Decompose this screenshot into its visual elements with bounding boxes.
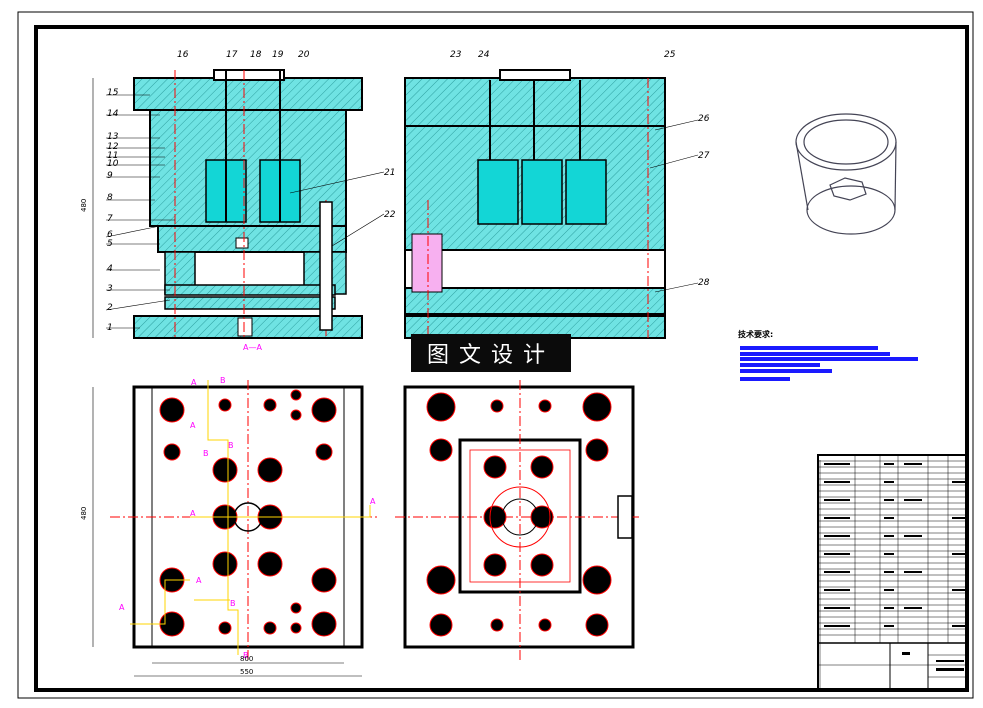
part-numbers-mid: 21 22 <box>289 168 396 247</box>
tech-requirement-lines <box>740 346 918 381</box>
svg-text:25: 25 <box>664 50 676 60</box>
dimension-width-inner: 800 <box>240 655 253 663</box>
svg-text:8: 8 <box>107 193 113 203</box>
section-label: A—A <box>243 343 262 352</box>
svg-text:A: A <box>119 603 125 612</box>
dimension-width-outer: 550 <box>240 668 253 676</box>
parts-list-scribbles <box>824 463 966 671</box>
svg-text:14: 14 <box>107 109 119 119</box>
svg-text:B: B <box>220 376 226 385</box>
parts-list-rows <box>818 460 968 636</box>
svg-text:2: 2 <box>107 303 113 313</box>
inner-border <box>34 25 969 692</box>
svg-text:12: 12 <box>107 142 119 152</box>
banner-title: 图文设计 <box>411 334 571 372</box>
part-numbers-top-left: 16 17 18 19 20 <box>177 50 310 60</box>
svg-text:7: 7 <box>107 214 113 224</box>
section-view-left <box>133 69 363 339</box>
svg-text:A: A <box>190 421 196 430</box>
svg-text:B: B <box>230 599 236 608</box>
svg-text:16: 16 <box>177 50 189 60</box>
svg-text:27: 27 <box>698 151 710 161</box>
svg-text:23: 23 <box>450 50 462 60</box>
svg-text:A: A <box>370 497 376 506</box>
svg-text:B: B <box>203 449 209 458</box>
svg-text:9: 9 <box>107 171 113 181</box>
svg-text:11: 11 <box>107 151 118 161</box>
tech-requirements-title: 技术要求: <box>738 330 774 339</box>
product-3d-view <box>795 113 897 235</box>
svg-text:6: 6 <box>107 230 113 240</box>
svg-text:15: 15 <box>107 88 119 98</box>
svg-text:B: B <box>228 441 234 450</box>
svg-text:17: 17 <box>226 50 238 60</box>
dimension-height-lower: 480 <box>80 507 88 520</box>
svg-text:19: 19 <box>272 50 284 60</box>
svg-text:4: 4 <box>107 264 113 274</box>
title-block <box>817 454 969 691</box>
section-markers: A B A B A B A A B B A <box>119 376 376 660</box>
svg-text:22: 22 <box>384 210 396 220</box>
svg-text:24: 24 <box>478 50 490 60</box>
svg-text:A: A <box>191 378 197 387</box>
outer-border <box>17 11 974 699</box>
svg-text:10: 10 <box>107 159 119 169</box>
svg-text:3: 3 <box>107 284 113 294</box>
part-numbers-left: 1 2 3 4 5 6 7 8 9 10 11 12 13 14 15 <box>107 88 119 333</box>
svg-text:26: 26 <box>698 114 710 124</box>
svg-text:18: 18 <box>250 50 262 60</box>
svg-text:B: B <box>243 651 249 660</box>
dimension-height-left: 480 <box>80 199 88 212</box>
svg-text:1: 1 <box>107 323 113 333</box>
svg-text:13: 13 <box>107 132 119 142</box>
svg-text:5: 5 <box>107 239 113 249</box>
svg-text:A: A <box>196 576 202 585</box>
section-view-right <box>404 69 666 339</box>
svg-text:28: 28 <box>698 278 710 288</box>
svg-text:21: 21 <box>384 168 395 178</box>
svg-text:20: 20 <box>298 50 310 60</box>
part-numbers-right: 23 24 25 26 27 28 <box>450 50 710 293</box>
svg-text:A: A <box>190 509 196 518</box>
plan-view-right <box>395 380 640 660</box>
plan-view-left <box>110 380 380 660</box>
leader-lines-left <box>105 94 175 329</box>
